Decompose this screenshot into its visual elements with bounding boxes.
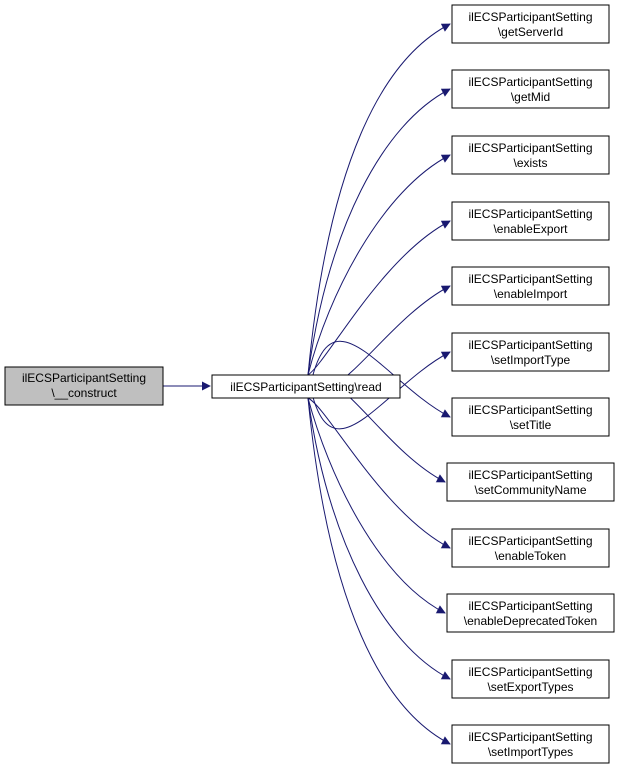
- callee-node-line2: \setImportType: [491, 353, 571, 367]
- root-node-line1: ilECSParticipantSetting: [22, 371, 146, 385]
- caller-node-box: [211, 374, 401, 399]
- callee-node-line1: ilECSParticipantSetting: [468, 141, 592, 155]
- edge-read-to-enable-token: [307, 397, 451, 549]
- callee-node-enable-import[interactable]: ilECSParticipantSetting\enableImport: [451, 266, 610, 306]
- callee-node-box: [451, 397, 610, 437]
- callee-node-line2: \setImportTypes: [488, 745, 573, 759]
- callee-node-line2: \getMid: [511, 90, 550, 104]
- callee-node-line2: \getServerId: [498, 25, 563, 39]
- callee-node-box: [451, 659, 610, 699]
- callee-node-line1: ilECSParticipantSetting: [468, 534, 592, 548]
- callee-node-box: [451, 4, 610, 44]
- callee-node-get-mid[interactable]: ilECSParticipantSetting\getMid: [451, 69, 610, 109]
- callee-node-box: [451, 332, 610, 372]
- callee-node-box: [451, 69, 610, 109]
- callee-node-line2: \exists: [513, 156, 547, 170]
- edge-read-to-enable-import: [307, 285, 451, 390]
- callee-node-line1: ilECSParticipantSetting: [468, 75, 592, 89]
- callee-node-exists[interactable]: ilECSParticipantSetting\exists: [451, 135, 610, 175]
- callee-node-box: [446, 462, 615, 502]
- callee-node-box: [451, 201, 610, 241]
- callee-node-set-import-type[interactable]: ilECSParticipantSetting\setImportType: [451, 332, 610, 372]
- callee-node-enable-deprecated-token[interactable]: ilECSParticipantSetting\enableDeprecated…: [446, 593, 615, 633]
- callee-node-box: [451, 724, 610, 764]
- callee-node-set-import-types[interactable]: ilECSParticipantSetting\setImportTypes: [451, 724, 610, 764]
- callee-node-line1: ilECSParticipantSetting: [468, 403, 592, 417]
- callee-node-line1: ilECSParticipantSetting: [468, 599, 592, 613]
- callee-node-line2: \enableExport: [493, 222, 568, 236]
- callee-node-line1: ilECSParticipantSetting: [468, 10, 592, 24]
- root-node-line2: \__construct: [51, 386, 117, 400]
- callee-node-line2: \enableImport: [494, 287, 568, 301]
- edge-read-to-set-import-types: [307, 397, 451, 745]
- callee-node-line1: ilECSParticipantSetting: [468, 730, 592, 744]
- callee-node-line2: \enableDeprecatedToken: [464, 614, 597, 628]
- edge-read-to-enable-deprecated-token: [307, 397, 446, 614]
- edge-read-to-enable-export: [307, 220, 451, 376]
- edge-read-to-exists: [307, 154, 451, 376]
- edge-read-to-set-export-types: [307, 397, 451, 680]
- edge-read-to-get-mid: [307, 88, 451, 376]
- callee-node-line1: ilECSParticipantSetting: [468, 338, 592, 352]
- caller-node[interactable]: ilECSParticipantSetting\read: [211, 374, 401, 399]
- callee-node-get-server-id[interactable]: ilECSParticipantSetting\getServerId: [451, 4, 610, 44]
- callee-node-line2: \setExportTypes: [487, 680, 573, 694]
- root-node[interactable]: ilECSParticipantSetting \__construct: [4, 366, 164, 406]
- callee-node-line2: \enableToken: [495, 549, 566, 563]
- caller-node-label: ilECSParticipantSetting\read: [230, 380, 381, 394]
- callee-node-line2: \setTitle: [510, 418, 552, 432]
- edge-read-to-set-title: [307, 340, 451, 418]
- callee-node-box: [451, 135, 610, 175]
- nodes-layer: ilECSParticipantSetting \__construct ilE…: [4, 4, 615, 764]
- callee-node-enable-token[interactable]: ilECSParticipantSetting\enableToken: [451, 528, 610, 568]
- callee-node-line1: ilECSParticipantSetting: [468, 665, 592, 679]
- callee-node-line1: ilECSParticipantSetting: [468, 272, 592, 286]
- callee-node-line2: \setCommunityName: [474, 483, 586, 497]
- callee-node-set-title[interactable]: ilECSParticipantSetting\setTitle: [451, 397, 610, 437]
- root-node-box: [4, 366, 164, 406]
- edge-read-to-get-server-id: [307, 23, 451, 376]
- callee-node-box: [446, 593, 615, 633]
- callee-node-enable-export[interactable]: ilECSParticipantSetting\enableExport: [451, 201, 610, 241]
- callee-node-set-community-name[interactable]: ilECSParticipantSetting\setCommunityName: [446, 462, 615, 502]
- edge-read-to-set-import-type: [307, 351, 451, 430]
- callee-node-box: [451, 266, 610, 306]
- callee-node-box: [451, 528, 610, 568]
- callee-node-line1: ilECSParticipantSetting: [468, 468, 592, 482]
- callee-node-set-export-types[interactable]: ilECSParticipantSetting\setExportTypes: [451, 659, 610, 699]
- callee-node-line1: ilECSParticipantSetting: [468, 207, 592, 221]
